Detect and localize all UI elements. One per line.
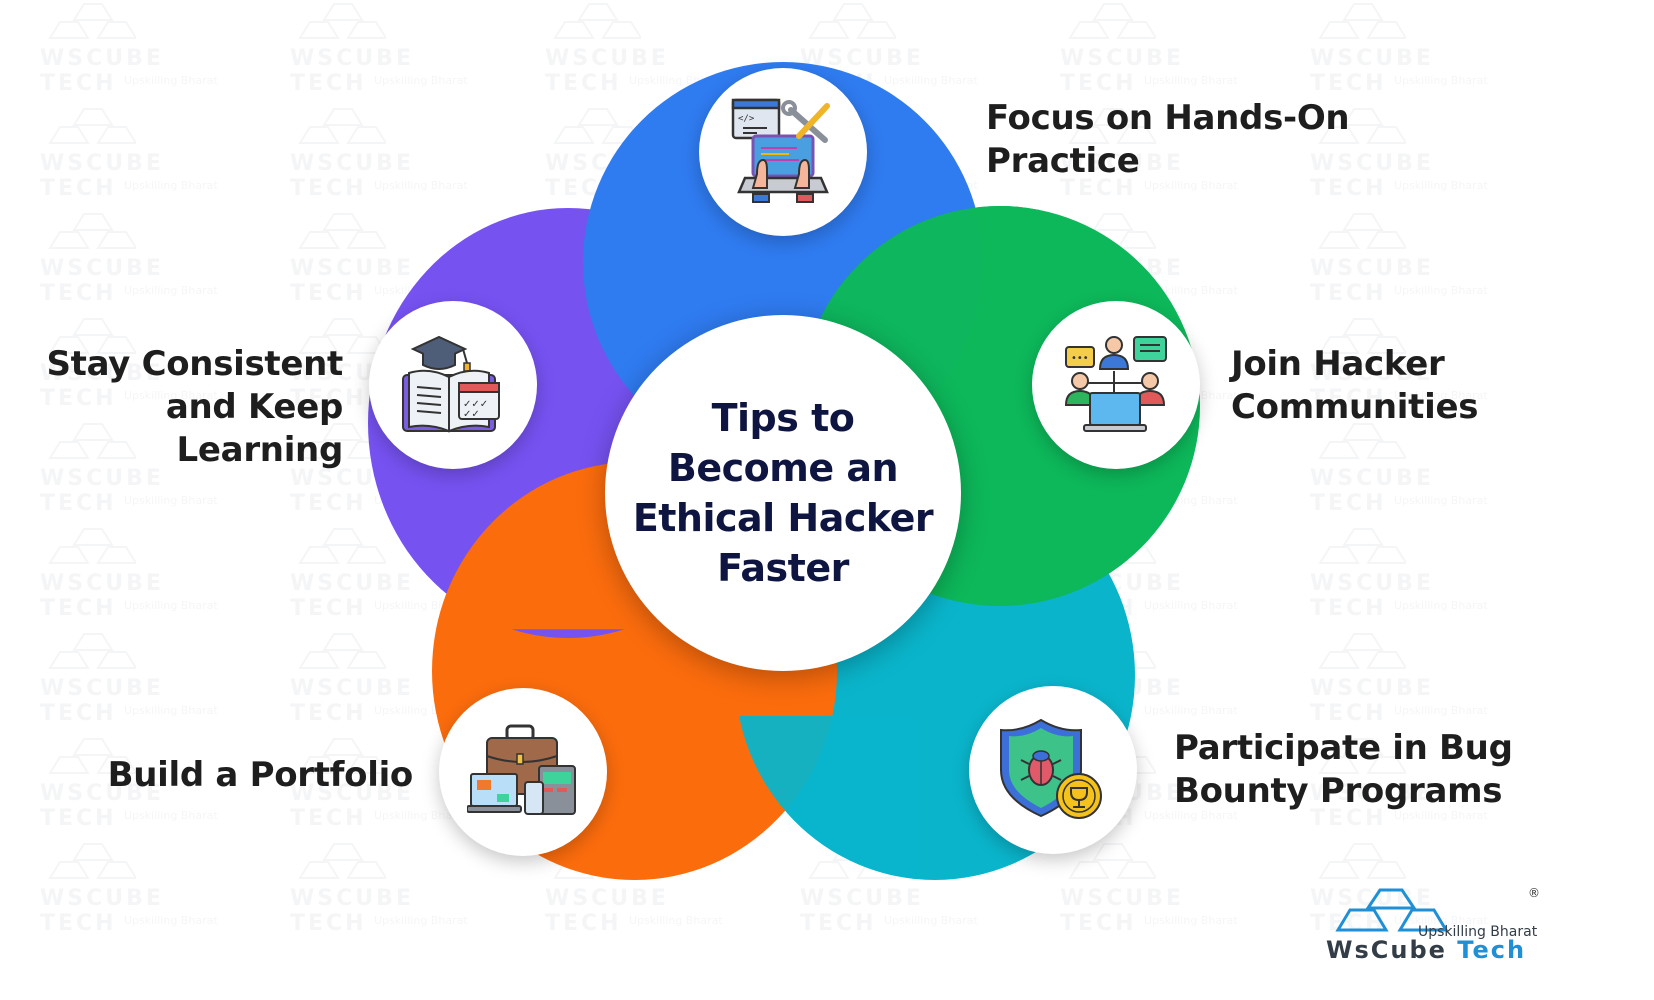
tip-label-consistent: Stay Consistent and Keep Learning [46, 344, 343, 470]
icon-badge-communities: ••• [1032, 301, 1200, 469]
tip-label-portfolio: Build a Portfolio [107, 755, 414, 795]
svg-text:•••: ••• [1071, 353, 1089, 364]
brand-name-part2: Tech [1457, 936, 1527, 964]
shield-bug-trophy-icon [1000, 718, 1102, 819]
community-network-icon: ••• [1064, 336, 1167, 432]
diagram-title: Tips to Become an Ethical Hacker Faster [632, 396, 934, 590]
registered-mark: ® [1528, 886, 1540, 900]
tip-label-bug-bounty: Participate in Bug Bounty Programs [1174, 728, 1513, 811]
book-calendar-cap-icon: ✓✓✓ ✓✓ [402, 335, 500, 433]
hexagon-logo-icon [1335, 888, 1449, 932]
icon-badge-bug-bounty [969, 686, 1137, 854]
brand-name-part1: WsCube [1326, 936, 1447, 964]
icon-badge-portfolio [439, 688, 607, 856]
tip-label-hands-on: Focus on Hands-On Practice [986, 98, 1350, 181]
center-hub: Tips to Become an Ethical Hacker Faster [605, 315, 961, 671]
svg-text:</>: </> [738, 114, 755, 124]
svg-text:✓✓✓: ✓✓✓ [463, 399, 488, 410]
laptop-tools-icon: </> [731, 98, 830, 203]
brand-logo: WsCube Tech ® Upskilling Bharat [1326, 886, 1646, 995]
briefcase-devices-icon [467, 724, 576, 815]
icon-badge-hands-on: </> [699, 68, 867, 236]
tip-label-communities: Join Hacker Communities [1231, 344, 1479, 427]
brand-name: WsCube Tech [1326, 936, 1526, 964]
brand-tagline: Upskilling Bharat [1418, 924, 1538, 940]
svg-text:✓✓: ✓✓ [463, 409, 480, 420]
icon-badge-consistent: ✓✓✓ ✓✓ [369, 301, 537, 469]
